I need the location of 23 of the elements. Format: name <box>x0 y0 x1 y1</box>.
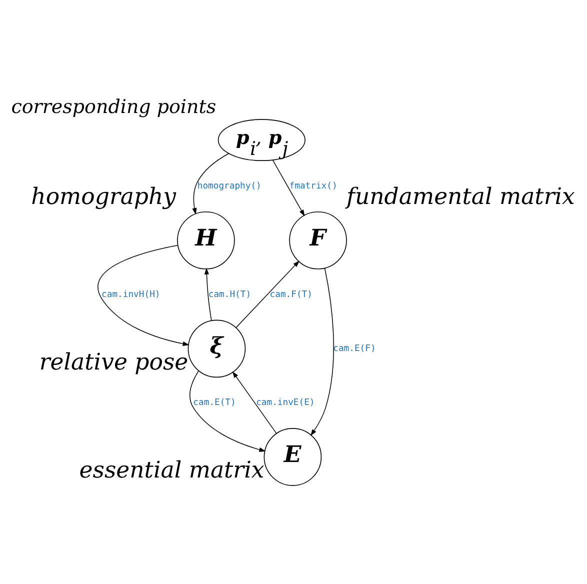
arrow <box>190 370 266 452</box>
edge-label: cam.invH(H) <box>102 290 160 300</box>
arrow <box>272 160 305 216</box>
node-label: relative pose <box>39 349 188 376</box>
arrow <box>204 268 212 321</box>
arrow <box>232 371 277 434</box>
edge-label: fmatrix() <box>289 182 338 192</box>
edge-label: cam.E(T) <box>193 398 236 408</box>
node-label: essential matrix <box>79 458 264 484</box>
edge-label: cam.F(T) <box>270 290 312 300</box>
node-label: homography <box>31 184 176 210</box>
edge-label: cam.E(F) <box>333 344 376 354</box>
arrow <box>98 244 190 346</box>
arrow <box>310 268 334 436</box>
node-circle: F <box>289 211 347 270</box>
node-circle: H <box>177 211 235 270</box>
arrow <box>236 260 300 328</box>
edge-label: homography() <box>197 182 262 192</box>
edge-label: cam.invE(E) <box>256 398 315 408</box>
node-label: fundamental matrix <box>346 184 575 210</box>
arrow <box>192 153 230 215</box>
edge-label: cam.H(T) <box>208 290 252 300</box>
node-label: corresponding points <box>11 96 216 118</box>
